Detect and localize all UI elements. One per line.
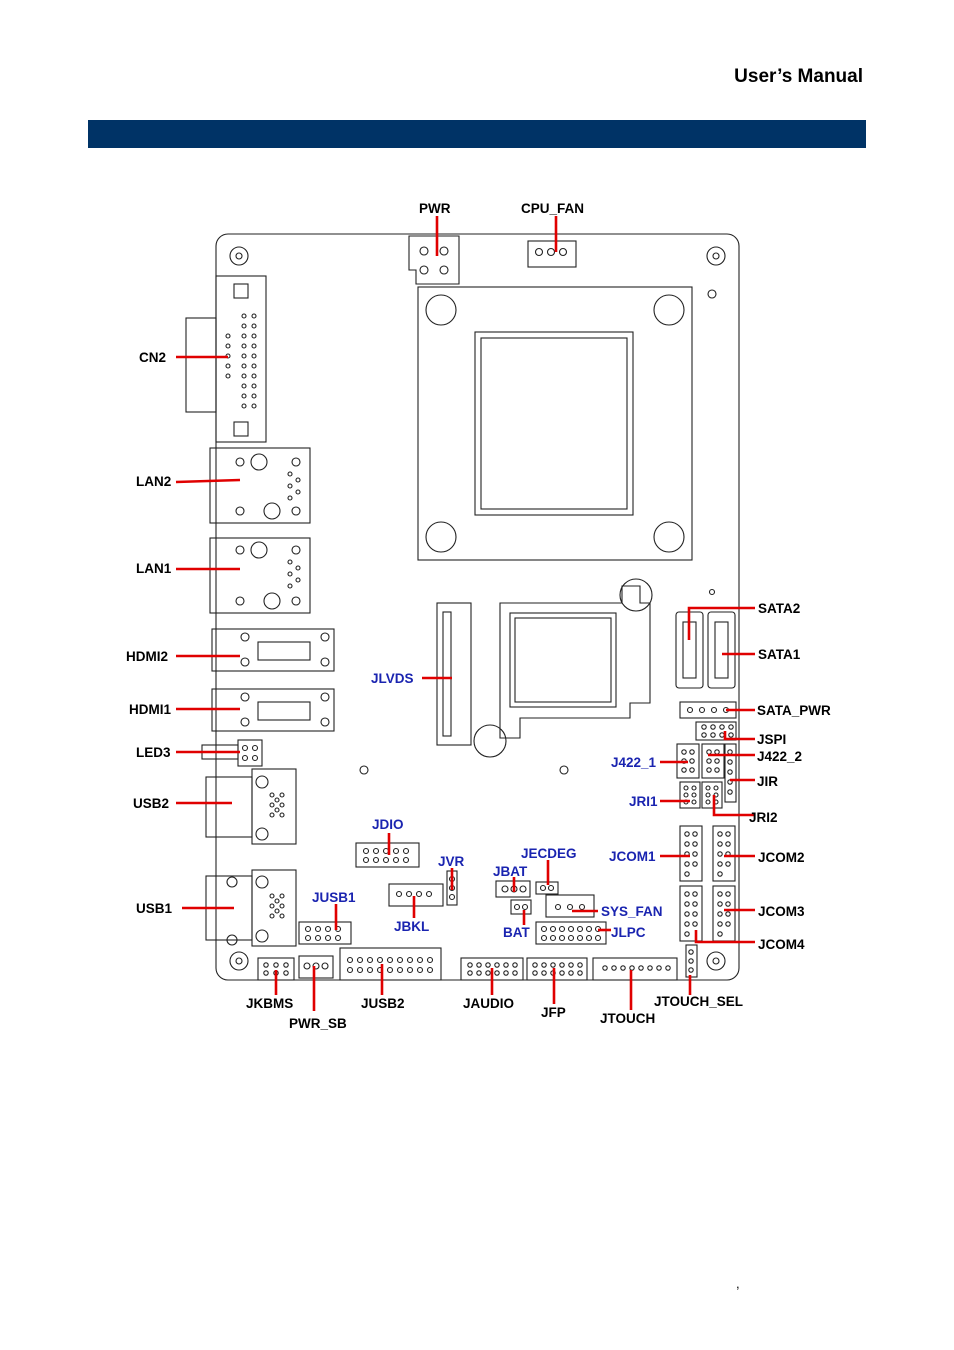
label-cn2: CN2: [139, 350, 166, 365]
label-pwr-sb: PWR_SB: [289, 1016, 347, 1031]
label-j422-2: J422_2: [757, 749, 802, 764]
label-hdmi1: HDMI1: [129, 702, 171, 717]
label-jspi: JSPI: [757, 732, 786, 747]
jir-header: [724, 743, 737, 803]
bat-holder: [510, 899, 532, 915]
jlvds-connector: [436, 602, 472, 746]
sys-fan-connector: [545, 894, 595, 918]
jtouch-header: [592, 957, 678, 981]
jdio-header: [355, 842, 420, 868]
hdmi2-connector: [211, 628, 335, 672]
label-hdmi2: HDMI2: [126, 649, 168, 664]
jusb1-header: [298, 921, 352, 945]
label-bat: BAT: [503, 925, 530, 940]
pwr-connector: [408, 235, 460, 285]
label-jkbms: JKBMS: [246, 996, 293, 1011]
sata1-connector: [707, 611, 736, 689]
board-outline: [215, 233, 740, 981]
label-jbkl: JBKL: [394, 919, 429, 934]
jfp-header: [526, 957, 588, 981]
page-header-title: User’s Manual: [734, 66, 863, 87]
lan1-connector: [209, 537, 311, 614]
label-usb1: USB1: [136, 901, 173, 916]
jlpc-header: [535, 921, 607, 945]
label-lan1: LAN1: [136, 561, 172, 576]
jbkl-header: [388, 883, 444, 907]
label-jvr: JVR: [438, 854, 465, 869]
label-j422-1: J422_1: [611, 755, 657, 770]
label-jecdeg: JECDEG: [521, 846, 577, 861]
jcom2-header: [712, 825, 736, 882]
label-sata2: SATA2: [758, 601, 800, 616]
cpu-fan-connector: [527, 240, 577, 268]
label-jlvds: JLVDS: [371, 671, 414, 686]
label-jfp: JFP: [541, 1005, 566, 1020]
jcom1-header: [679, 825, 703, 882]
jcom3-header: [712, 885, 736, 942]
pwr-sb-header: [298, 955, 334, 979]
cpu-heatsink: [417, 286, 693, 561]
lan2-connector: [209, 447, 311, 524]
label-jcom4: JCOM4: [758, 937, 805, 952]
label-jusb2: JUSB2: [361, 996, 405, 1011]
jri1-header: [679, 781, 701, 809]
label-sata1: SATA1: [758, 647, 801, 662]
label-led3: LED3: [136, 745, 171, 760]
label-jtouch: JTOUCH: [600, 1011, 655, 1026]
label-sys-fan: SYS_FAN: [601, 904, 663, 919]
label-jbat: JBAT: [493, 864, 528, 879]
jtouch-sel-header: [685, 944, 698, 978]
label-jdio: JDIO: [372, 817, 404, 832]
chipset-heatsink: [473, 578, 653, 758]
usb2-connector: [205, 768, 297, 845]
label-sata-pwr: SATA_PWR: [757, 703, 831, 718]
cn2-connector: [185, 275, 267, 443]
label-jtouch-sel: JTOUCH_SEL: [654, 994, 743, 1009]
section-title-bar: [88, 120, 866, 148]
label-jir: JIR: [757, 774, 778, 789]
label-jcom3: JCOM3: [758, 904, 805, 919]
label-jlpc: JLPC: [611, 925, 646, 940]
label-jri1: JRI1: [629, 794, 658, 809]
label-usb2: USB2: [133, 796, 169, 811]
footer-mark: ,: [736, 1276, 740, 1291]
mounting-holes: [229, 246, 726, 971]
jspi-header: [695, 721, 737, 741]
hdmi1-connector: [211, 688, 335, 732]
jri2-header: [701, 781, 723, 809]
jusb2-header: [339, 947, 442, 981]
j422-2-header: [701, 743, 725, 779]
callout-leaders: [175, 216, 755, 1011]
label-jaudio: JAUDIO: [463, 996, 514, 1011]
label-jcom1: JCOM1: [609, 849, 656, 864]
jcom4-header: [679, 885, 703, 942]
label-jri2: JRI2: [749, 810, 778, 825]
label-lan2: LAN2: [136, 474, 171, 489]
label-jcom2: JCOM2: [758, 850, 805, 865]
label-jusb1: JUSB1: [312, 890, 356, 905]
label-cpu-fan: CPU_FAN: [521, 201, 584, 216]
label-pwr: PWR: [419, 201, 451, 216]
